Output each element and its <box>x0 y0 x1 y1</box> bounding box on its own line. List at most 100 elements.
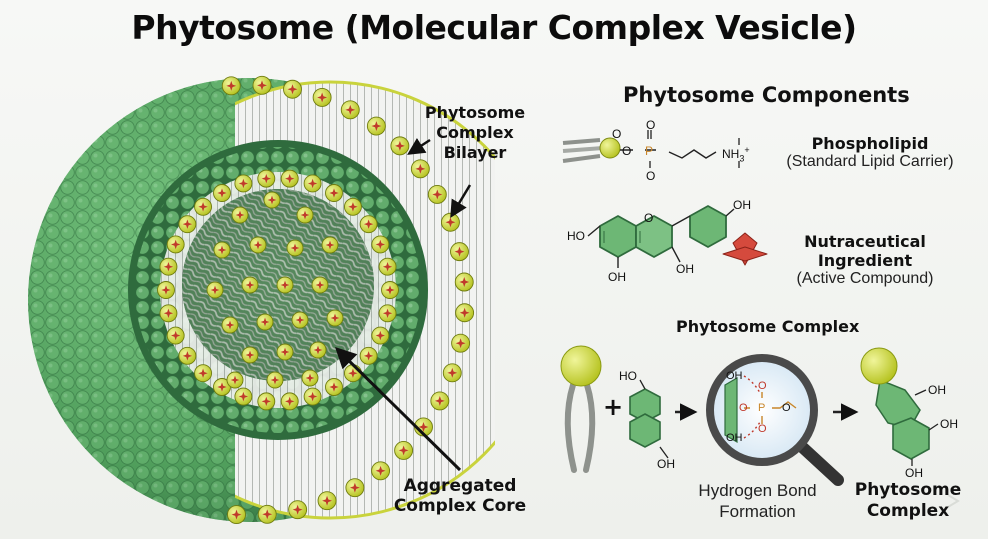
bilayer-arrow-lower <box>450 184 472 219</box>
active-compound-marker <box>238 391 249 402</box>
complex-heading: Phytosome Complex <box>676 317 860 336</box>
active-compound-marker <box>322 495 332 506</box>
active-compound-marker <box>348 368 358 378</box>
active-compound-marker <box>182 219 193 229</box>
active-compound-marker <box>245 280 255 290</box>
active-compound-marker <box>290 243 300 253</box>
bilayer-arrow-upper <box>407 138 431 155</box>
active-compound-marker <box>398 445 409 456</box>
active-compound-marker <box>371 121 382 132</box>
components-heading: Phytosome Components <box>623 83 910 107</box>
bilayer-label: Phytosome Complex Bilayer <box>420 103 530 163</box>
active-compound-marker <box>171 239 181 250</box>
active-compound-marker <box>375 465 386 476</box>
active-compound-marker <box>307 178 318 189</box>
active-compound-marker <box>459 307 470 318</box>
core-label-line-2: Complex Core <box>393 496 527 516</box>
phospholipid-o3: O <box>646 118 656 132</box>
inner-phospholipid-heads <box>157 169 399 411</box>
core-complex-heads <box>206 191 344 389</box>
active-compound-marker <box>163 262 174 272</box>
active-compound-marker <box>348 202 358 212</box>
phospholipid-o2: O <box>622 144 632 158</box>
active-compound-marker <box>315 280 325 290</box>
hbond-caption-line-2: Formation <box>719 502 796 521</box>
lens-oh-2: OH <box>726 432 743 444</box>
bilayer-label-line-2: Complex <box>436 123 514 142</box>
product-caption: Phytosome Complex <box>848 480 968 522</box>
active-compound-marker <box>260 317 270 327</box>
phospholipid-head-icon <box>599 137 621 159</box>
flavonoid-oh-top: OH <box>733 198 751 212</box>
active-compound-marker <box>317 92 328 103</box>
flavonoid-oh-bottom: OH <box>608 270 626 284</box>
active-compound-marker <box>285 396 295 407</box>
lens-o-top: O <box>758 380 767 392</box>
flavonoid-structure <box>587 205 768 268</box>
active-compound-marker <box>375 330 385 341</box>
active-compound-marker <box>245 350 255 360</box>
product-caption-line-2: Complex <box>866 501 950 521</box>
active-compound-marker <box>459 277 470 287</box>
active-compound-marker <box>325 240 335 250</box>
active-compound-marker <box>375 239 385 250</box>
active-compound-marker <box>270 375 280 385</box>
active-compound-marker <box>363 219 374 229</box>
flavonoid-o-ring: O <box>644 211 654 225</box>
flavonoid-ho-left: HO <box>567 229 585 243</box>
active-compound-marker <box>235 210 245 220</box>
active-compound-marker <box>262 509 273 520</box>
lens-o-bottom: O <box>758 423 767 435</box>
phospholipid-desc: (Standard Lipid Carrier) <box>786 153 954 170</box>
active-compound-marker <box>182 351 193 361</box>
outer-phospholipid-heads <box>221 75 475 525</box>
product-oh-2: OH <box>940 417 958 431</box>
active-compound-marker <box>345 104 356 115</box>
active-compound-marker <box>198 368 208 378</box>
active-compound-marker <box>432 189 443 200</box>
product-caption-line-1: Phytosome <box>854 480 962 500</box>
product-phospholipid-head <box>860 347 898 385</box>
active-compound-marker <box>307 391 318 402</box>
nutraceutical-name: Nutraceutical Ingredient <box>804 232 926 270</box>
active-compound-marker <box>382 308 393 318</box>
active-compound-marker <box>329 382 339 392</box>
product-oh-1: OH <box>928 383 946 397</box>
active-compound-marker <box>287 84 298 95</box>
hbond-caption: Hydrogen Bond Formation <box>675 480 840 522</box>
nutraceutical-desc: (Active Compound) <box>796 270 934 287</box>
active-compound-marker <box>295 315 305 325</box>
small-molecule-ho: HO <box>619 369 637 383</box>
active-compound-marker <box>454 246 465 257</box>
phospholipid-p: P <box>645 144 654 158</box>
plus-sign: + <box>603 393 624 421</box>
active-compound-marker <box>280 280 290 290</box>
lens-p: P <box>758 402 766 414</box>
lens-o-chain: O <box>782 402 791 414</box>
active-compound-marker <box>385 285 395 295</box>
core-arrow <box>335 347 462 472</box>
active-compound-marker <box>292 504 303 515</box>
active-compound-marker <box>330 313 340 323</box>
magnifier-handle <box>794 439 844 486</box>
active-compound-marker <box>455 338 466 349</box>
active-compound-marker <box>415 163 426 174</box>
active-compound-marker <box>226 80 237 91</box>
active-compound-marker <box>231 509 242 520</box>
active-compound-marker <box>418 422 429 432</box>
active-compound-marker <box>300 210 310 220</box>
active-compound-marker <box>163 308 174 318</box>
active-compound-marker <box>363 351 374 361</box>
active-compound-marker <box>261 396 271 407</box>
active-compound-marker <box>445 217 456 228</box>
active-compound-marker <box>217 382 227 392</box>
active-compound-marker <box>198 202 208 212</box>
phospholipid-legend: Phospholipid (Standard Lipid Carrier) <box>765 134 975 171</box>
active-compound-marker <box>313 345 323 355</box>
active-compound-marker <box>261 173 271 184</box>
active-compound-marker <box>257 80 267 91</box>
active-compound-marker <box>217 245 227 255</box>
small-molecule-oh: OH <box>657 457 675 471</box>
active-compound-marker <box>253 240 263 250</box>
